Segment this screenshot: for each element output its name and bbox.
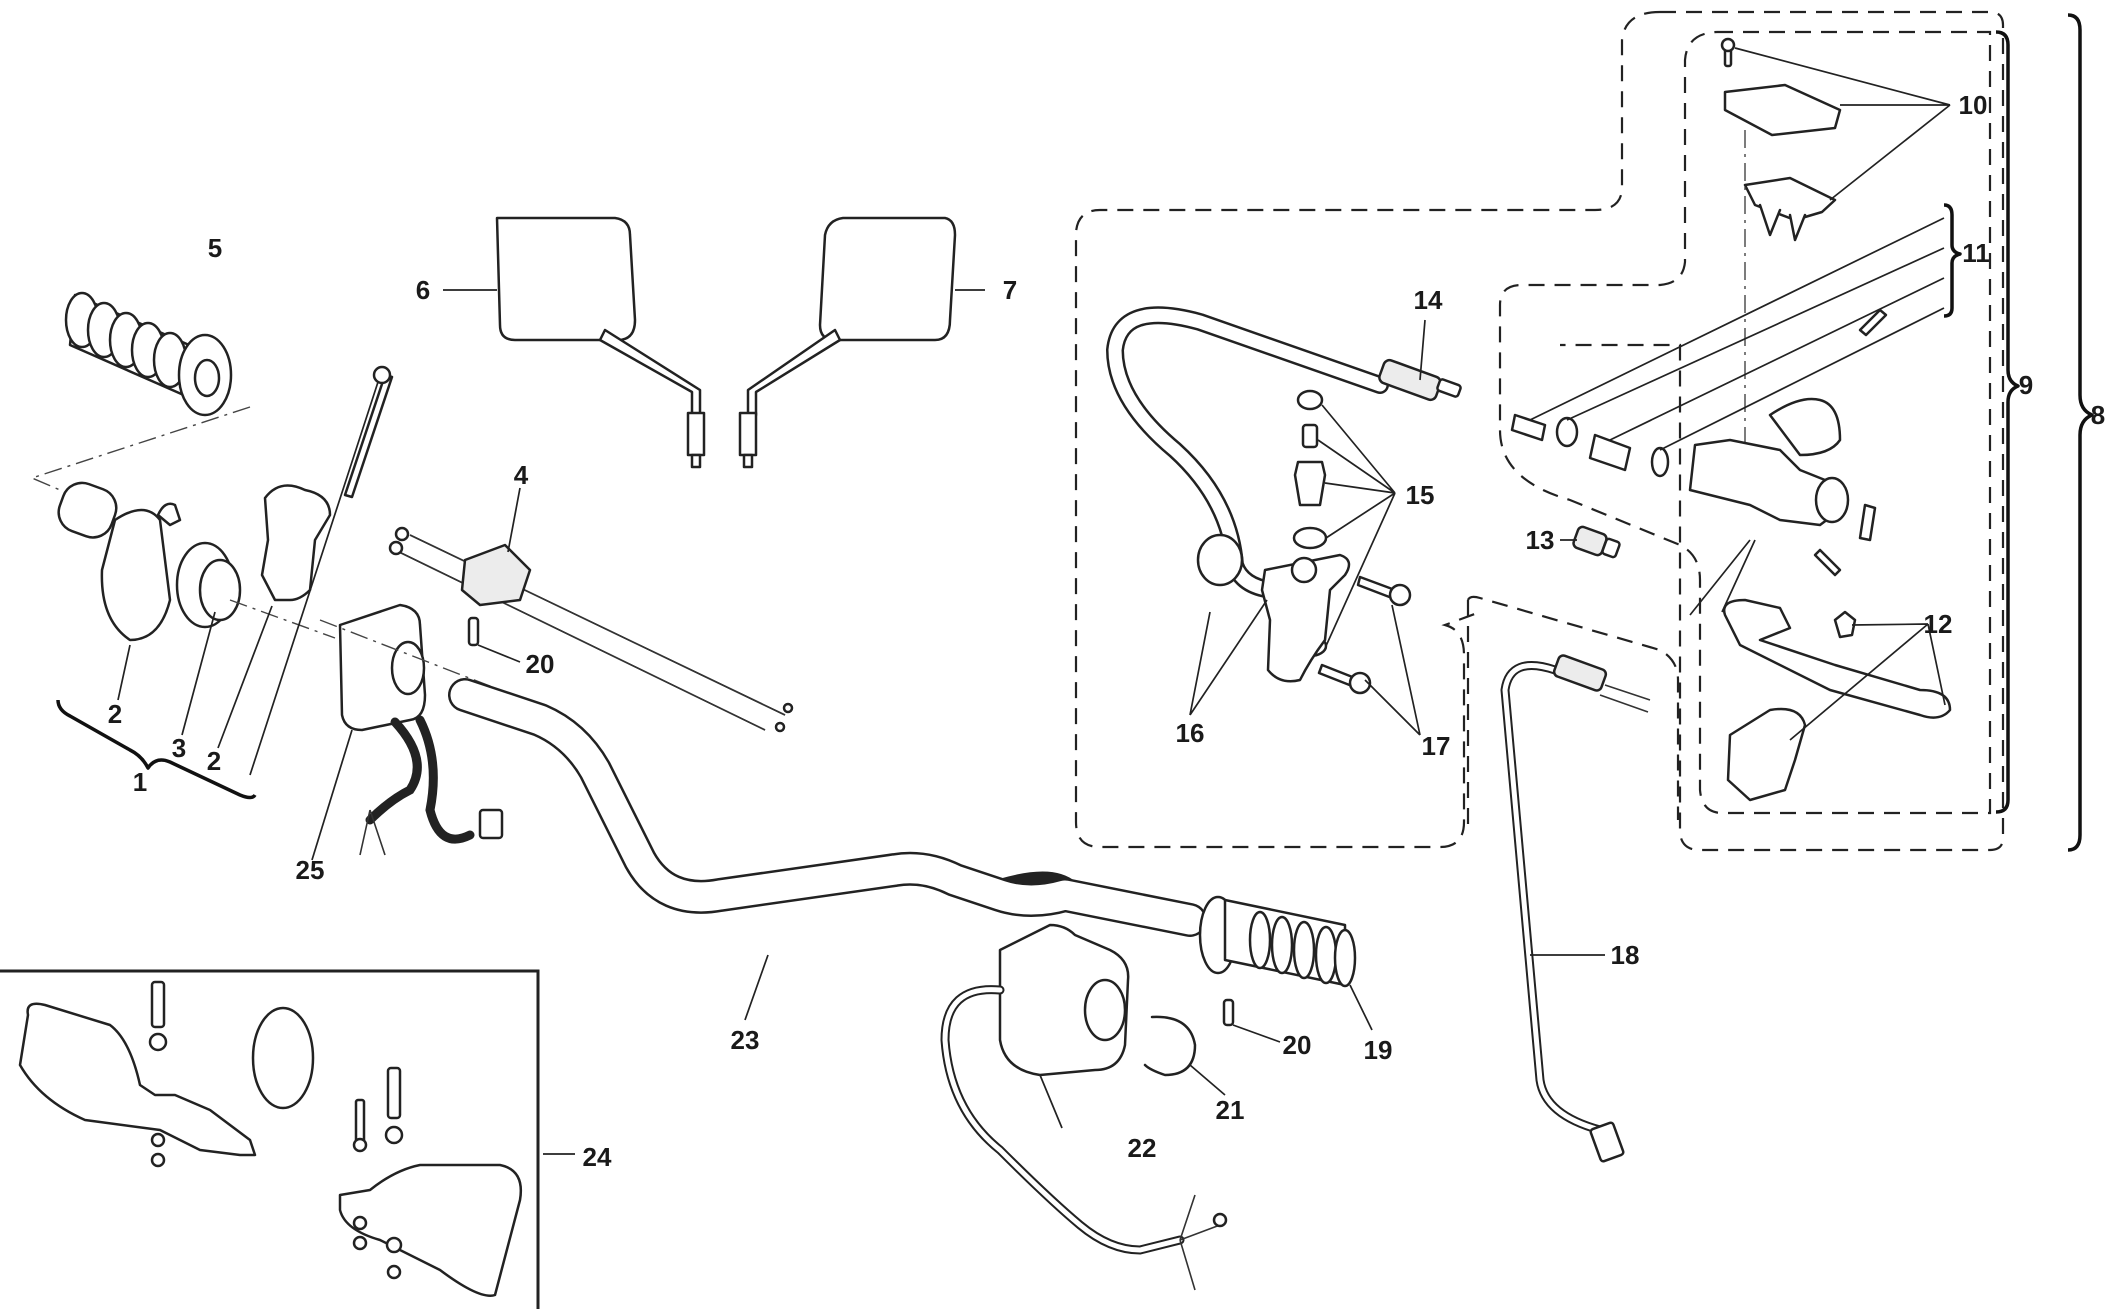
right-grip-part <box>1198 895 1357 988</box>
callout-14: 14 <box>1413 285 1443 315</box>
circlip-part <box>1143 1015 1197 1077</box>
clamp-part <box>1196 533 1351 683</box>
reservoir-cap-kit-part <box>1720 37 1842 242</box>
hand-guards-box <box>0 969 540 1309</box>
callout-2-right: 2 <box>206 746 222 776</box>
callout-5: 5 <box>207 233 223 263</box>
master-cylinder-part <box>1688 308 1888 527</box>
callout-24: 24 <box>582 1142 612 1172</box>
throttle-pulley <box>175 541 242 629</box>
throttle-housing-right <box>260 484 332 602</box>
clamp-screws-part <box>1317 575 1412 695</box>
brake-light-switch-part <box>1572 525 1621 559</box>
brace-9 <box>1995 30 2020 814</box>
callout-4: 4 <box>513 460 529 490</box>
callout-12: 12 <box>1923 609 1953 639</box>
callout-20-upper: 20 <box>525 649 555 679</box>
assembly-outline-8 <box>1074 10 2005 852</box>
brake-hose-part <box>1106 306 1462 600</box>
callout-19: 19 <box>1363 1035 1393 1065</box>
switch-cable-part <box>1500 654 1651 1163</box>
handlebar-part <box>448 678 1207 937</box>
callout-17: 17 <box>1421 731 1451 761</box>
callout-25: 25 <box>295 855 325 885</box>
callout-18: 18 <box>1610 940 1640 970</box>
callout-3: 3 <box>171 733 187 763</box>
axis-line <box>30 406 251 491</box>
brace-11 <box>1943 203 1962 318</box>
callout-2-left: 2 <box>107 699 123 729</box>
callout-15: 15 <box>1405 480 1435 510</box>
assembly-outline-9 <box>1498 30 1992 815</box>
callout-11: 11 <box>1962 238 1990 268</box>
left-grip-part <box>64 291 233 417</box>
brace-8 <box>2067 13 2094 852</box>
throttle-housing-left <box>57 481 182 642</box>
callout-8: 8 <box>2090 400 2106 430</box>
throttle-cables-part <box>388 526 794 733</box>
callout-10: 10 <box>1958 90 1988 120</box>
lever-kit-part <box>1722 503 1952 802</box>
pin-upper <box>467 616 480 647</box>
pin-lower <box>1222 998 1235 1027</box>
axis-line <box>229 599 336 639</box>
callout-22: 22 <box>1127 1133 1157 1163</box>
callout-7: 7 <box>1002 275 1018 305</box>
callout-6: 6 <box>415 275 431 305</box>
right-switch-part <box>940 923 1228 1291</box>
callout-1: 1 <box>132 767 148 797</box>
callout-23: 23 <box>730 1025 760 1055</box>
callout-9: 9 <box>2018 370 2034 400</box>
throttle-screw <box>343 365 394 499</box>
callout-21: 21 <box>1215 1095 1245 1125</box>
callout-13: 13 <box>1525 525 1555 555</box>
assembly-outline-18 <box>1466 595 1680 830</box>
callout-20-lower: 20 <box>1282 1030 1312 1060</box>
left-mirror-part <box>495 216 706 469</box>
right-mirror-part <box>738 216 957 469</box>
brace-1 <box>56 699 257 800</box>
piston-kit-part <box>1510 413 1670 478</box>
callout-16: 16 <box>1175 718 1205 748</box>
